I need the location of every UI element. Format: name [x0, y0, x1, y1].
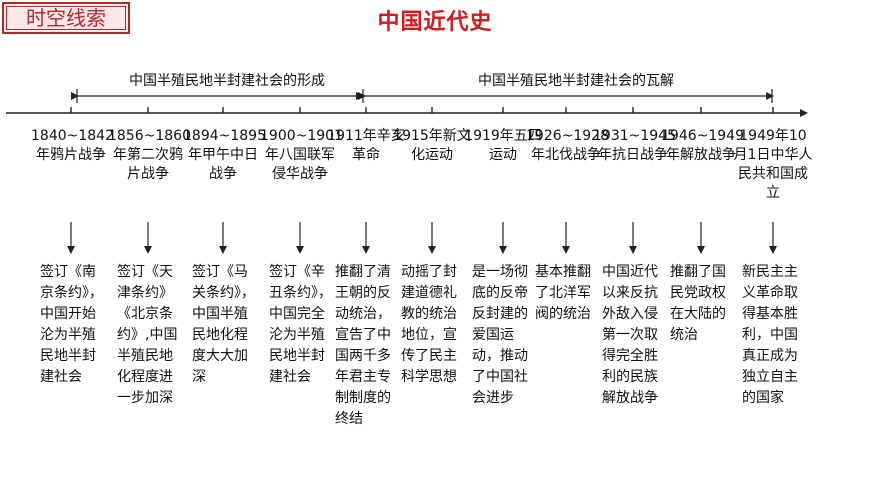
event-arrows: [67, 222, 777, 254]
event-description: 动摇了封建道德礼教的统治地位，宣传了民主科学思想: [401, 264, 457, 385]
period-label-collapse: 中国半殖民地半封建社会的瓦解: [467, 70, 685, 90]
event-description: 签订《南京条约》，中国开始沦为半殖民地半封建社会: [40, 264, 103, 385]
event-label: 1946~1949年解放战争: [661, 128, 744, 163]
event-label: 1931~1945年抗日战争: [593, 128, 676, 163]
event-description: 新民主主义革命取得基本胜利，中国真正成为独立自主的国家: [742, 264, 798, 406]
event-description: 推翻了国民党政权在大陆的统治: [670, 264, 726, 343]
page-title: 中国近代史: [377, 10, 493, 35]
event-description: 中国近代以来反抗外敌入侵第一次取得完全胜利的民族解放战争: [602, 264, 658, 406]
event-description: 基本推翻了北洋军阀的统治: [535, 264, 591, 322]
event-label: 1900~1901年八国联军侵华战争: [260, 128, 343, 182]
event-description: 签订《辛丑条约》，中国完全沦为半殖民地半封建社会: [269, 264, 332, 385]
event-label: 1911年辛亥革命: [327, 128, 405, 163]
period-label-formation: 中国半殖民地半封建社会的形成: [118, 70, 336, 90]
event-label: 1856~1860年第二次鸦片战争: [108, 128, 191, 182]
event-description: 签订《马关条约》，中国半殖民地化程度大大加深: [192, 264, 255, 385]
timeline-ticks: [70, 107, 774, 113]
event-description: 是一场彻底的反帝反封建的爱国运动，推动了中国社会进步: [472, 264, 528, 406]
event-label: 1926~1928年北伐战争: [526, 128, 609, 163]
badge-label: 时空线索: [26, 6, 106, 30]
event-label: 1949年10月1日中华人民共和国成立: [733, 128, 813, 201]
badge-frame: [6, 6, 126, 30]
event-label: 1894~1895年甲午中日战争: [183, 128, 266, 182]
event-label: 1915年新文化运动: [393, 128, 471, 163]
event-description: 签订《天津条约》《北京条约》,中国半殖民地化程度进一步加深: [117, 264, 178, 406]
event-label: 1919年五四运动: [464, 128, 542, 163]
event-label: 1840~1842年鸦片战争: [31, 128, 114, 163]
section-badge: 时空线索: [2, 2, 130, 34]
event-description: 推翻了清王朝的反动统治，宣告了中国两千多年君主专制制度的终结: [335, 264, 391, 427]
